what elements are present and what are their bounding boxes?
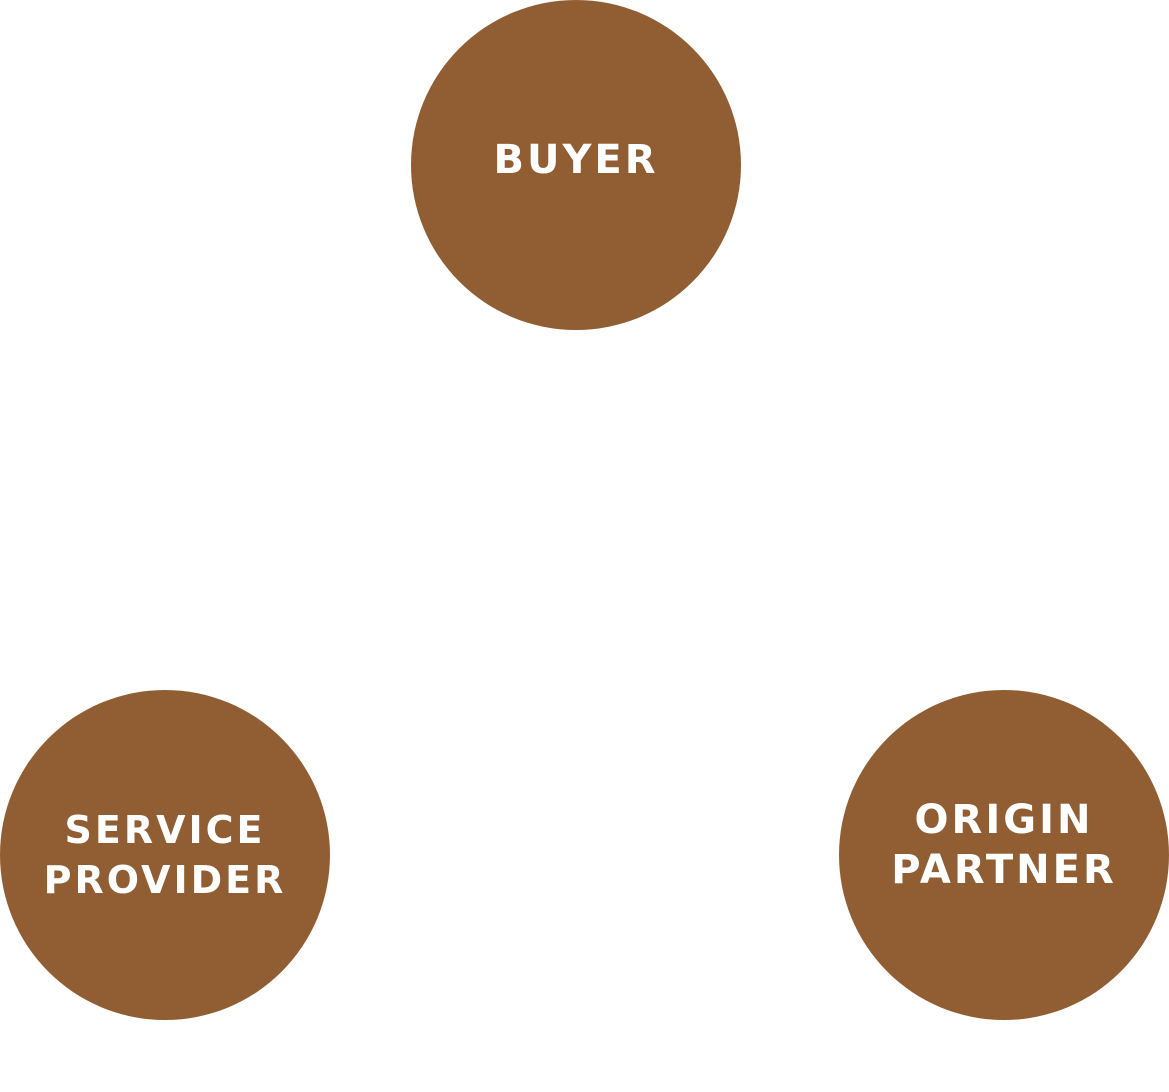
- origin-partner-label: ORIGIN PARTNER: [891, 797, 1117, 893]
- service-provider-node[interactable]: SERVICE PROVIDER: [0, 690, 330, 1020]
- origin-partner-node[interactable]: ORIGIN PARTNER: [839, 690, 1169, 1020]
- service-provider-label: SERVICE PROVIDER: [43, 808, 287, 902]
- buyer-node[interactable]: BUYER: [411, 0, 741, 330]
- buyer-label: BUYER: [493, 137, 659, 183]
